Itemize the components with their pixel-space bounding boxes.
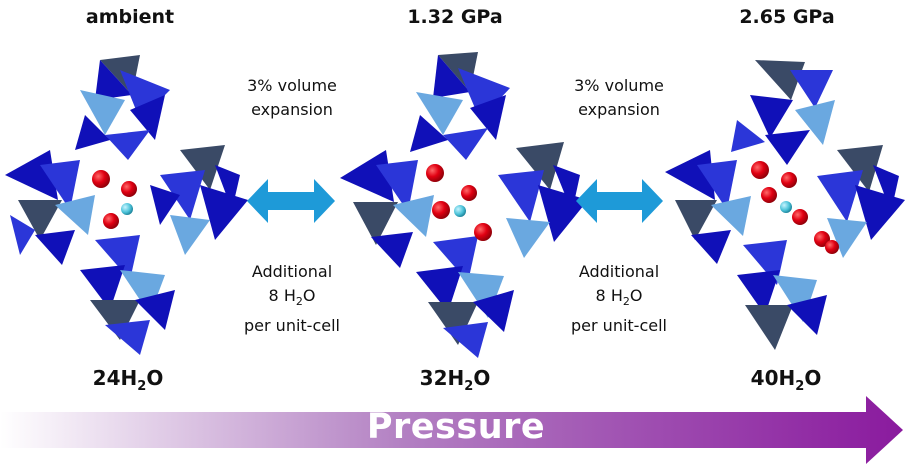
transition-note-water-2: Additional 8 H2O per unit-cell: [571, 262, 667, 336]
pressure-label-ambient: ambient: [85, 6, 175, 28]
pressure-arrow: [0, 396, 903, 464]
double-arrow-2: [576, 179, 663, 223]
framework-structure-ambient: [5, 55, 248, 355]
pressure-arrow-label: Pressure: [366, 407, 546, 447]
transition-note-water-1: Additional 8 H2O per unit-cell: [244, 262, 340, 336]
framework-structure-2-65-gpa: [665, 60, 905, 350]
pressure-label-1-32-gpa: 1.32 GPa: [407, 6, 503, 28]
framework-structure-1-32-gpa: [340, 52, 588, 358]
pressure-label-2-65-gpa: 2.65 GPa: [739, 6, 835, 28]
double-arrow-1: [247, 179, 335, 223]
water-content-ambient: 24H2O: [92, 366, 164, 394]
water-content-1-32-gpa: 32H2O: [419, 366, 491, 394]
water-content-2-65-gpa: 40H2O: [750, 366, 822, 394]
